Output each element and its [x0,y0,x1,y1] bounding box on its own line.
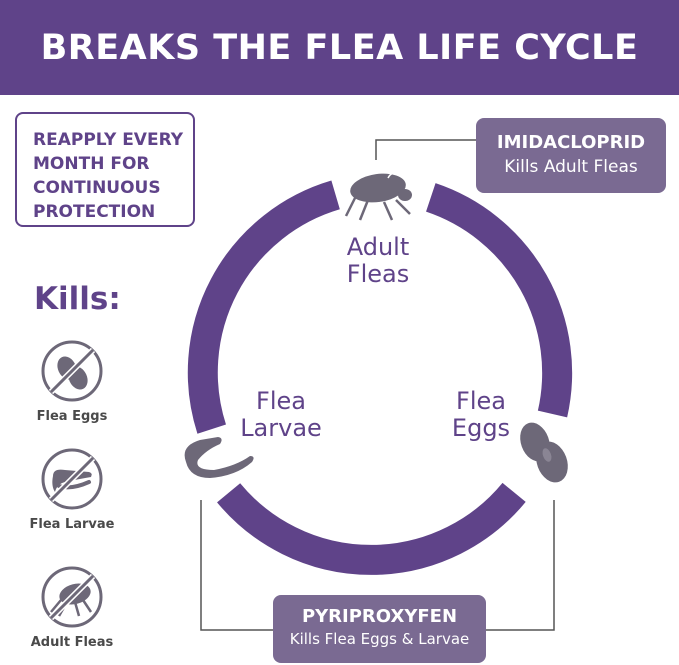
stage-label-line: Fleas [346,260,410,288]
kill-item-adult-fleas: Adult Fleas [12,564,132,650]
stage-label-line: Eggs [451,414,511,442]
treatment-name: PYRIPROXYFEN [301,606,458,627]
stage-label-flea-eggs: Flea Eggs [436,388,526,442]
treatment-description: Kills Flea Eggs & Larvae [289,630,470,648]
kill-item-label: Flea Eggs [36,409,108,424]
stage-label-flea-larvae: Flea Larvae [226,388,336,442]
reapply-line: PROTECTION [33,202,156,222]
reapply-line: CONTINUOUS [33,178,161,198]
cycle-arc-adult-to-eggs [425,183,573,418]
reapply-line: MONTH FOR [33,154,150,174]
kill-item-label: Adult Fleas [30,635,114,650]
stage-label-line: Larvae [240,414,322,442]
kill-item-flea-larvae: Flea Larvae [12,446,132,532]
pyriproxyfen-box: PYRIPROXYFEN Kills Flea Eggs & Larvae [273,595,486,663]
stage-label-line: Flea [456,387,506,415]
kill-item-label: Flea Larvae [29,517,115,532]
stage-label-line: Flea [256,387,306,415]
kills-heading: Kills: [34,281,121,317]
imidacloprid-box: IMIDACLOPRID Kills Adult Fleas [476,118,666,193]
adult-flea-crossed-icon [41,566,103,628]
connector-pyriproxyfen-larvae [200,500,273,631]
reapply-notice: REAPPLY EVERY MONTH FOR CONTINUOUS PROTE… [15,112,195,227]
connector-pyriproxyfen-eggs [486,500,555,631]
reapply-line: REAPPLY EVERY [33,130,184,150]
cycle-arc-eggs-to-larvae [217,482,526,575]
page-title: BREAKS THE FLEA LIFE CYCLE [40,27,639,68]
flea-larvae-icon [184,437,254,478]
flea-eggs-icon [520,422,568,483]
adult-flea-icon [344,172,412,221]
connector-imidacloprid [375,139,476,160]
flea-eggs-crossed-icon [41,340,103,402]
kill-item-flea-eggs: Flea Eggs [12,338,132,424]
treatment-name: IMIDACLOPRID [496,132,646,153]
header-banner: BREAKS THE FLEA LIFE CYCLE [0,0,679,95]
treatment-description: Kills Adult Fleas [504,157,638,177]
cycle-arc-larvae [187,180,340,434]
stage-label-adult-fleas: Adult Fleas [330,234,426,288]
flea-larvae-crossed-icon [41,448,103,510]
stage-label-line: Adult [346,233,410,261]
